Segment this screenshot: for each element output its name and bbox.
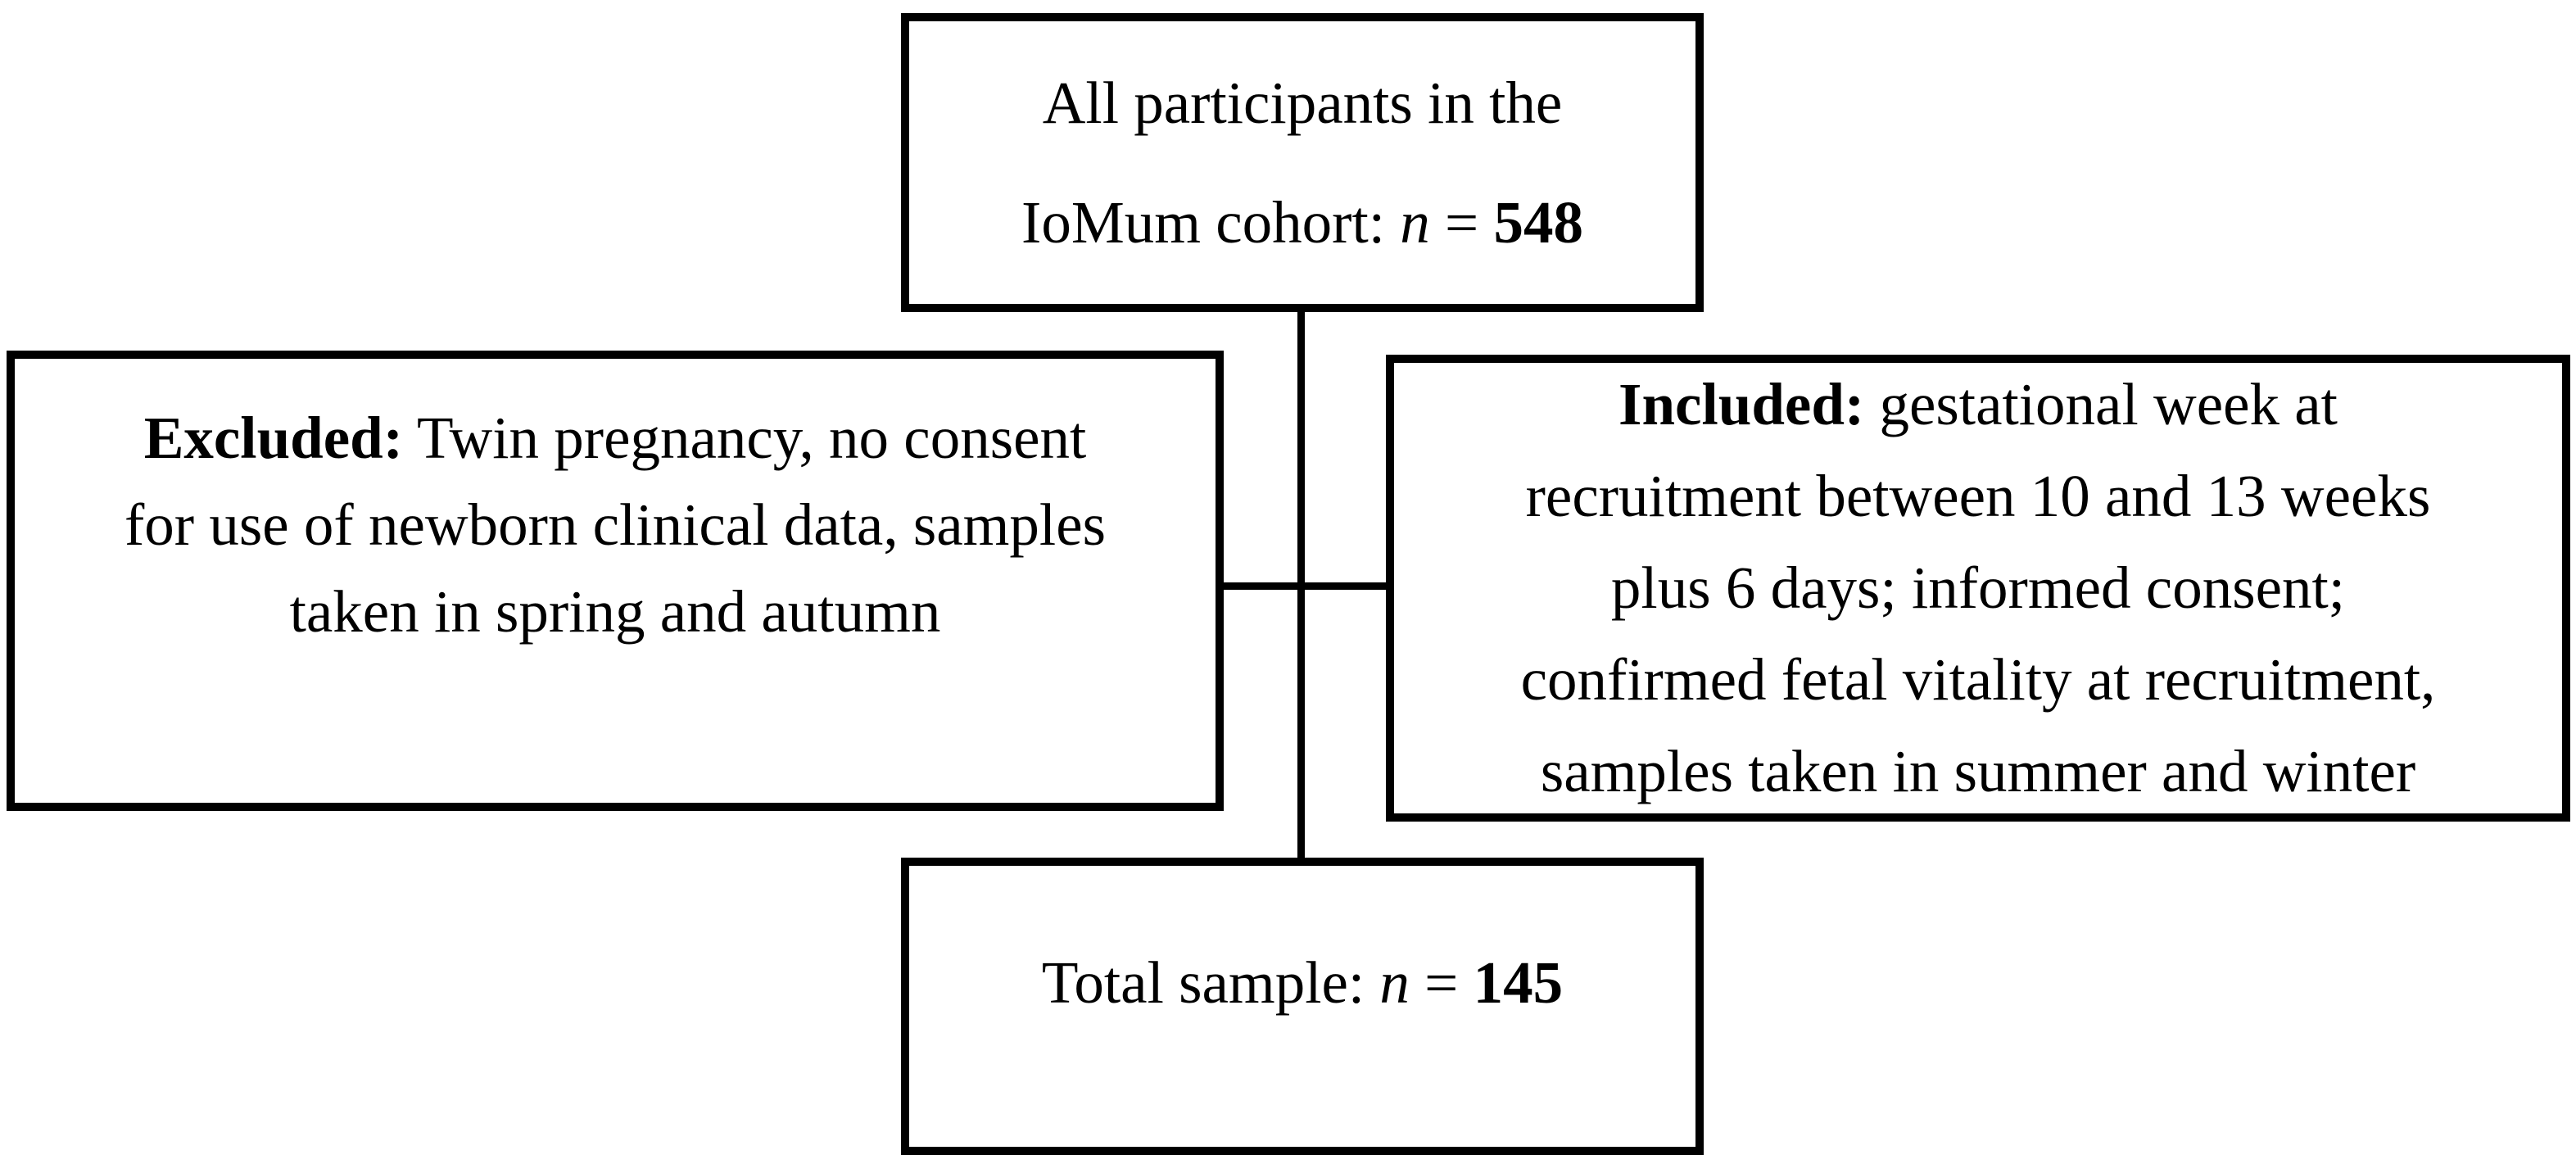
text-segment: IoMum cohort:	[1021, 188, 1401, 256]
text-segment: gestational week at	[1864, 371, 2338, 437]
text-segment: for use of newborn clinical data, sample…	[124, 491, 1106, 558]
text-segment: samples taken in summer and winter	[1540, 738, 2416, 804]
text-line: Total sample: n = 145	[909, 944, 1695, 1022]
text-segment: All participants in the	[1042, 69, 1563, 136]
horizontal-connector-line	[1224, 582, 1386, 590]
text-segment: Included:	[1618, 371, 1865, 437]
text-segment: Twin pregnancy, no consent	[403, 405, 1087, 471]
text-line: Excluded: Twin pregnancy, no consent	[15, 395, 1216, 482]
text-line: recruitment between 10 and 13 weeks	[1394, 451, 2562, 542]
text-segment: Total sample:	[1041, 949, 1380, 1016]
text-line: confirmed fetal vitality at recruitment,	[1394, 634, 2562, 726]
text-segment: recruitment between 10 and 13 weeks	[1525, 463, 2431, 529]
text-segment: taken in spring and autumn	[289, 578, 941, 645]
text-line: plus 6 days; informed consent;	[1394, 542, 2562, 634]
text-line: IoMum cohort: n = 548	[909, 163, 1695, 283]
text-segment: Excluded:	[143, 405, 404, 471]
text-segment: confirmed fetal vitality at recruitment,	[1520, 646, 2436, 713]
text-segment: n	[1400, 188, 1430, 256]
text-segment: =	[1429, 188, 1494, 256]
box-included: Included: gestational week at recruitment…	[1386, 355, 2570, 822]
text-segment: n	[1379, 949, 1410, 1016]
box-excluded: Excluded: Twin pregnancy, no consent for …	[7, 351, 1224, 811]
text-segment: 548	[1493, 188, 1583, 256]
text-line: for use of newborn clinical data, sample…	[15, 482, 1216, 568]
text-line: Included: gestational week at	[1394, 359, 2562, 451]
text-segment: plus 6 days; informed consent;	[1610, 555, 2346, 621]
text-segment: 145	[1473, 949, 1564, 1016]
box-total-sample: Total sample: n = 145	[901, 858, 1704, 1155]
text-line: All participants in the	[909, 43, 1695, 163]
text-line: taken in spring and autumn	[15, 568, 1216, 655]
text-line: samples taken in summer and winter	[1394, 726, 2562, 817]
text-segment: =	[1409, 949, 1474, 1016]
